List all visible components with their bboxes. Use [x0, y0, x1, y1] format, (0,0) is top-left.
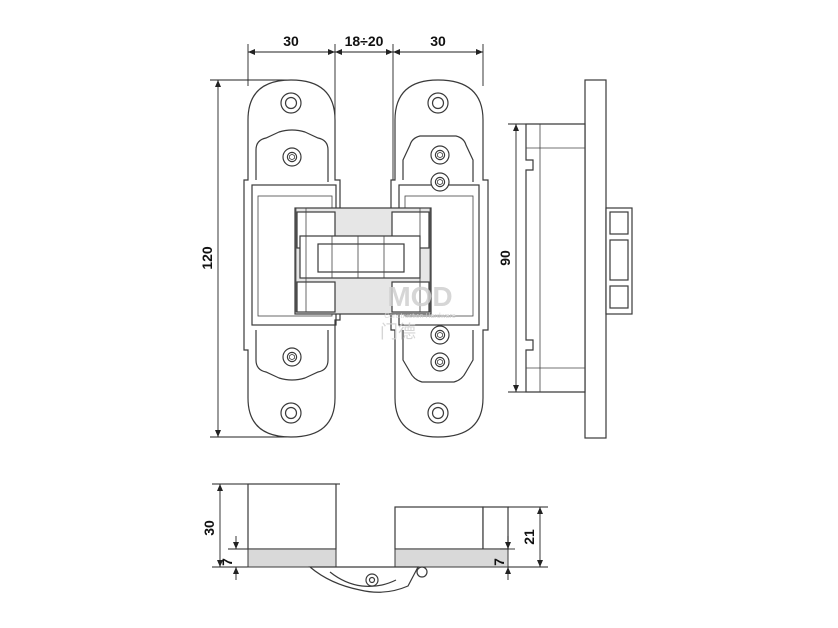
watermark-logo: MOD [387, 281, 452, 312]
dim-right-width: 30 [430, 33, 446, 49]
watermark: MOD Construction Hardware 门德 [380, 281, 456, 342]
dim-height-total: 120 [199, 246, 215, 270]
watermark-cn: 门德 [380, 322, 416, 342]
dim-side-height: 90 [497, 250, 513, 266]
top-dimension-chain: 30 18÷20 30 [247, 33, 484, 200]
dim-bottom-height: 30 [201, 520, 217, 536]
dim-gap: 18÷20 [345, 33, 384, 49]
dim-left-width: 30 [283, 33, 299, 49]
watermark-sub: Construction Hardware [384, 313, 456, 320]
bottom-view: 30 7 21 7 [201, 483, 548, 593]
dim-bottom-offset-right: 7 [491, 558, 507, 566]
side-view: 90 [497, 79, 633, 439]
height-dimension: 120 [199, 79, 290, 438]
dim-bottom-offset-left: 7 [219, 558, 235, 566]
dim-bottom-height-right: 21 [521, 529, 537, 545]
central-mechanism [294, 207, 432, 315]
